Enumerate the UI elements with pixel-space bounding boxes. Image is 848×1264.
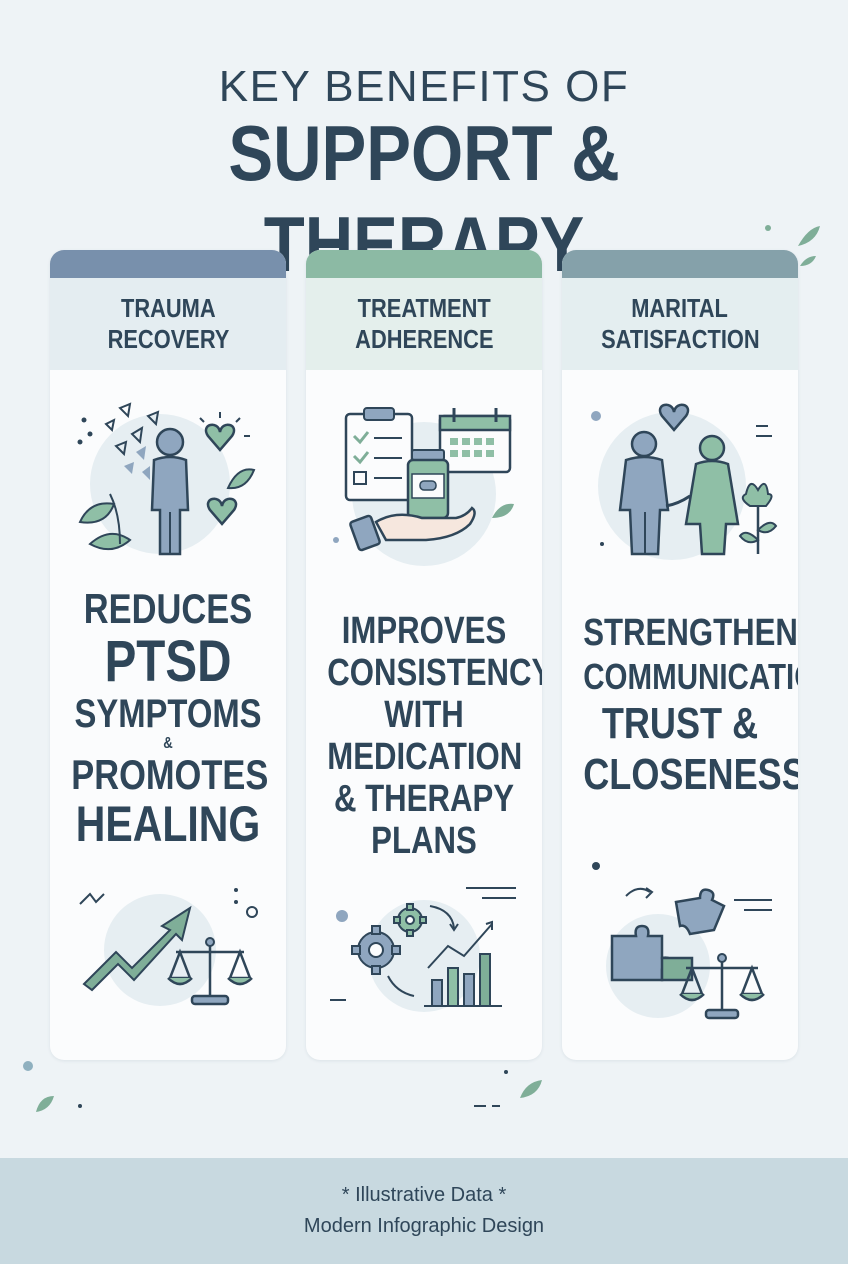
card-treatment-adherence: TREATMENT ADHERENCE: [306, 250, 542, 1060]
leaf-decoration-icon: [765, 225, 820, 266]
benefit-line: & THERAPY: [333, 778, 515, 820]
card-header-line: SATISFACTION: [600, 324, 760, 354]
benefit-line: STRENGTHENS: [583, 612, 798, 654]
benefit-line: &: [163, 735, 173, 752]
footer-caption: Modern Infographic Design: [303, 1215, 545, 1237]
leaf-decoration-icon: [23, 1061, 82, 1112]
checklist-icon: [333, 407, 514, 566]
benefit-line: TRUST &: [601, 699, 759, 748]
card-header: TREATMENT ADHERENCE: [306, 278, 542, 370]
benefit-text: IMPROVES CONSISTENCY WITH MEDICATION & T…: [306, 610, 542, 862]
benefit-text: STRENGTHENS COMMUNICATION, TRUST & CLOSE…: [562, 610, 798, 800]
card-header: MARITAL SATISFACTION: [562, 278, 798, 370]
benefit-line: IMPROVES: [341, 610, 507, 652]
card-header-line: TRAUMA: [120, 292, 216, 323]
benefit-line: COMMUNICATION,: [583, 656, 798, 697]
card-header: TRAUMA RECOVERY: [50, 278, 286, 370]
benefit-line: MEDICATION: [327, 736, 523, 778]
benefit-text: REDUCES PTSD SYMPTOMS & PROMOTES HEALING: [50, 585, 286, 852]
title-line-2: SUPPORT & THERAPY: [228, 109, 620, 288]
gears-icon: [330, 887, 516, 1012]
benefit-line: PLANS: [371, 820, 477, 862]
benefit-line: SYMPTOMS: [74, 692, 262, 736]
card-accent-bar: [306, 250, 542, 278]
card-accent-bar: [50, 250, 286, 278]
card-accent-bar: [562, 250, 798, 278]
card-marital-satisfaction: MARITAL SATISFACTION STRENGTHENS COMMUNI…: [562, 250, 798, 1060]
benefit-line: CLOSENESS: [583, 750, 798, 799]
card-header-line: TREATMENT: [357, 292, 491, 323]
leaf-decoration-icon: [474, 1070, 542, 1107]
title-line-1: KEY BENEFITS OF: [218, 62, 630, 111]
growth-chart-icon: [79, 888, 258, 1006]
footer-note: * Illustrative Data *: [341, 1184, 507, 1206]
card-header-line: ADHERENCE: [354, 324, 494, 354]
puzzle-icon: [592, 862, 772, 1020]
benefit-line: PROMOTES: [71, 751, 269, 798]
benefit-line: HEALING: [75, 796, 261, 852]
benefit-line: WITH: [384, 694, 464, 736]
card-trauma-recovery: TRAUMA RECOVERY: [50, 250, 286, 1060]
benefit-line: REDUCES: [83, 585, 253, 632]
couple-heart-icon: [591, 403, 778, 560]
benefit-line: PTSD: [104, 629, 232, 694]
card-header-line: RECOVERY: [107, 324, 229, 354]
benefit-line: CONSISTENCY: [327, 652, 542, 694]
card-header-line: MARITAL: [631, 292, 729, 323]
footer: * Illustrative Data * Modern Infographic…: [0, 1158, 848, 1264]
person-heart-icon: [77, 402, 256, 556]
